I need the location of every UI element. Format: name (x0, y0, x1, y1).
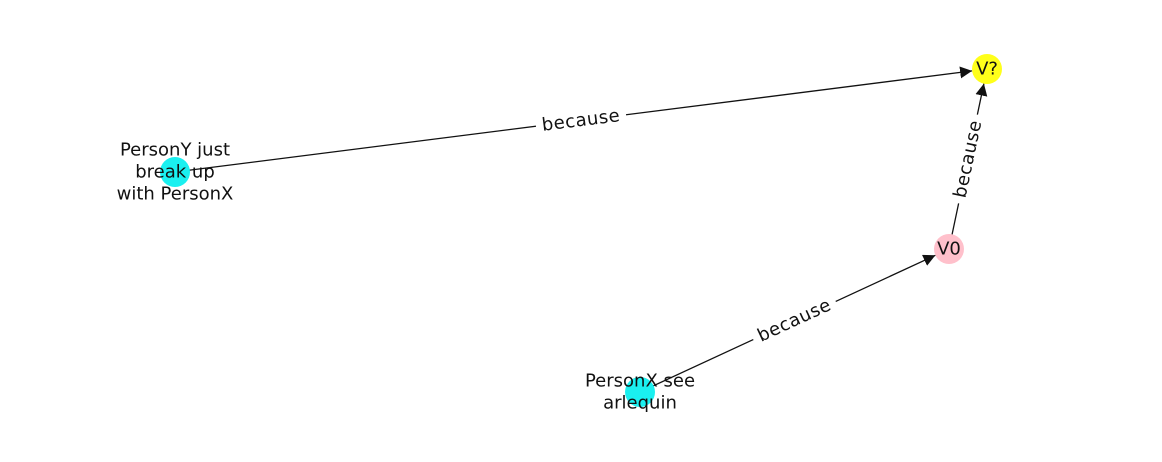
edge-label-px-v0: because (754, 294, 834, 346)
edge-label-bg-py-vq (534, 103, 628, 138)
nodes-layer (160, 54, 1002, 407)
node-v0 (934, 234, 964, 264)
node-label-line: V0 (937, 239, 961, 260)
node-px (625, 377, 655, 407)
node-label-line: with PersonX (117, 184, 234, 205)
edge-label-v0-vq: because (950, 118, 987, 199)
node-label-vq: V? (976, 59, 998, 80)
node-label-line: PersonX see (585, 371, 695, 392)
node-label-line: PersonY just (120, 140, 230, 161)
edge-label-bg-px-v0 (748, 290, 841, 351)
node-label-line: arlequin (603, 393, 677, 414)
node-label-v0: V0 (937, 239, 961, 260)
edge-label-bg-v0-vq (947, 112, 989, 206)
node-label-line: break up (135, 162, 215, 183)
node-vq (972, 54, 1002, 84)
node-label-line: V? (976, 59, 998, 80)
node-py (160, 157, 190, 187)
